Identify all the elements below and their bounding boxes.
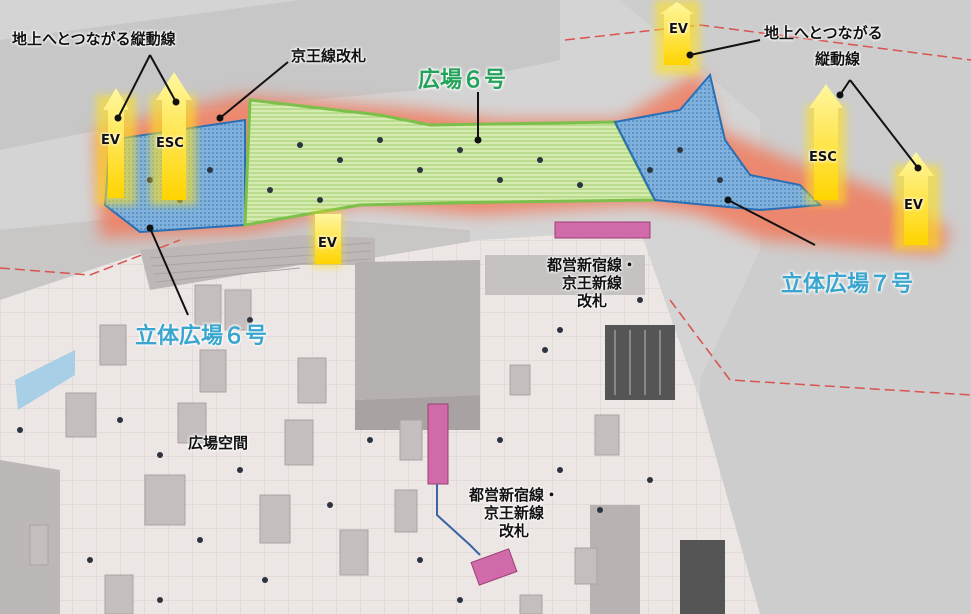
tactile-path <box>436 484 481 556</box>
glass-panel <box>15 350 75 410</box>
label-subway-gate-2: 都営新宿線・ 京王新線 改札 <box>462 486 566 540</box>
label-subway-gate-1: 都営新宿線・ 京王新線 改札 <box>540 256 644 310</box>
label-keio-gate: 京王線改札 <box>291 47 367 65</box>
label-subway-gate-2-line1: 都営新宿線・ <box>468 486 559 504</box>
upper-left-mass <box>0 0 560 150</box>
pillars <box>29 284 620 614</box>
central-block <box>355 260 480 400</box>
label-tiered-plaza-7: 立体広場７号 <box>781 272 914 297</box>
vertical-circulation-arrows <box>96 0 940 267</box>
escalator-right <box>605 325 675 400</box>
lower-right-block <box>590 505 640 614</box>
label-subway-gate-1-line2: 京王新線 <box>561 274 622 292</box>
leader-dots <box>114 51 922 232</box>
label-top-left-vertical: 地上へとつながる縦動線 <box>12 30 176 48</box>
label-ev-left: EV <box>101 133 120 148</box>
tiered-plaza-7-area <box>613 72 823 212</box>
label-subway-gate-1-line1: 都営新宿線・ <box>546 256 637 274</box>
label-subway-gate-1-line3: 改札 <box>576 292 607 310</box>
escalator-bottom-right <box>680 540 725 614</box>
label-ev-top: EV <box>669 22 688 37</box>
label-subway-gate-2-line3: 改札 <box>498 522 529 540</box>
ticket-gates <box>427 221 651 586</box>
stairs-center <box>485 255 645 295</box>
label-subway-gate-2-line2: 京王新線 <box>483 504 544 522</box>
label-tiered-plaza-6: 立体広場６号 <box>135 324 268 349</box>
label-plaza-6: 広場６号 <box>418 68 507 93</box>
escalator-right-steps <box>614 330 661 395</box>
label-esc-right: ESC <box>809 150 837 165</box>
label-ev-right: EV <box>904 198 923 213</box>
label-esc-left: ESC <box>156 136 184 151</box>
central-block-base <box>355 395 480 430</box>
boundary-right <box>669 299 971 396</box>
label-top-right-vertical-2: 縦動線 <box>815 50 861 68</box>
label-top-right-vertical-1: 地上へとつながる <box>764 24 883 42</box>
label-plaza-space: 広場空間 <box>188 434 249 452</box>
label-ev-center: EV <box>318 236 337 251</box>
